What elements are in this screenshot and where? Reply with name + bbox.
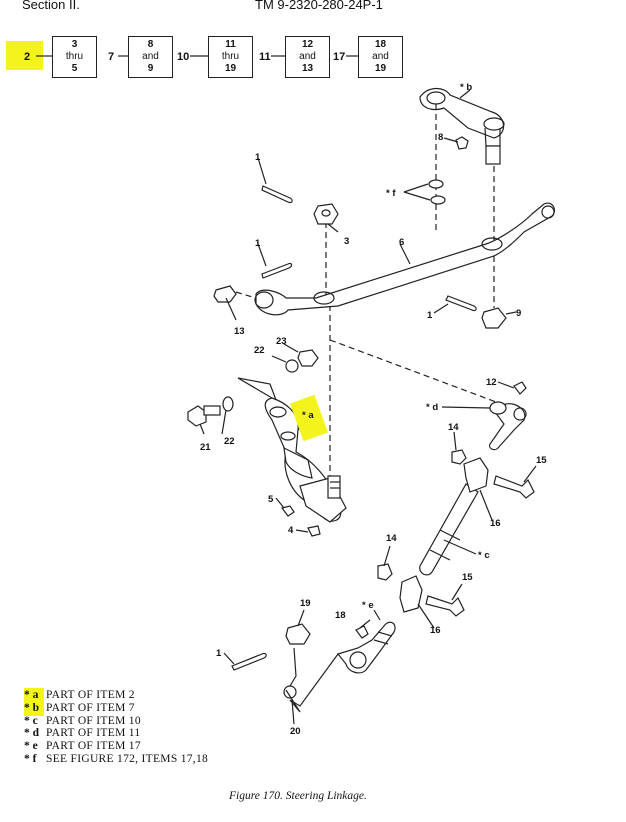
highlight-legend-b [24,701,44,716]
tm-number: TM 9-2320-280-24P-1 [255,0,383,12]
highlight-legend-a [24,688,44,703]
tie-rod-end-lower [336,621,396,674]
flow-entry-7: 7 [108,51,115,63]
callout-star-b: * b [460,82,472,93]
tie-rod-end-upper [489,401,527,451]
callout-star-a: * a [302,410,314,421]
callout-star-d: * d [426,402,438,413]
callout-5: 5 [268,494,274,505]
callout-22a: 22 [254,345,265,356]
callout-16b: 16 [430,625,441,636]
callout-20: 20 [290,726,301,737]
callout-15a: 15 [536,455,547,466]
callout-1c: 1 [427,310,433,321]
callout-16a: 16 [490,518,501,529]
callout-14b: 14 [386,533,397,544]
highlight-callout-a [289,394,329,442]
callout-1d: 1 [216,648,222,659]
callout-star-f: * f [386,188,396,199]
callout-star-c: * c [478,550,490,561]
callout-4: 4 [288,525,294,536]
callout-12: 12 [486,377,497,388]
callout-13: 13 [234,326,245,337]
flow-entry-11: 11 [259,51,271,63]
callout-3: 3 [344,236,349,247]
section-label: Section II. [22,0,80,12]
flow-entry-17: 17 [333,51,346,63]
adjusting-sleeve [419,483,479,576]
callout-1a: 1 [255,152,261,163]
callout-19: 19 [300,598,311,609]
callout-15b: 15 [462,572,473,583]
callout-9: 9 [516,308,521,319]
figure-caption: Figure 170. Steering Linkage. [229,790,367,802]
callout-18: 18 [335,610,346,621]
callout-1b: 1 [255,238,261,249]
callout-8: 8 [438,132,443,143]
callout-22b: 22 [224,436,235,447]
drag-link [254,202,556,316]
callout-6: 6 [399,237,404,248]
callout-23: 23 [276,336,287,347]
callout-star-e: * e [362,600,374,611]
flow-entry-10: 10 [177,51,190,63]
callout-21: 21 [200,442,211,453]
callout-14a: 14 [448,422,459,433]
flow-entry-2: 2 [24,51,31,63]
steering-arm-upper [419,87,505,165]
